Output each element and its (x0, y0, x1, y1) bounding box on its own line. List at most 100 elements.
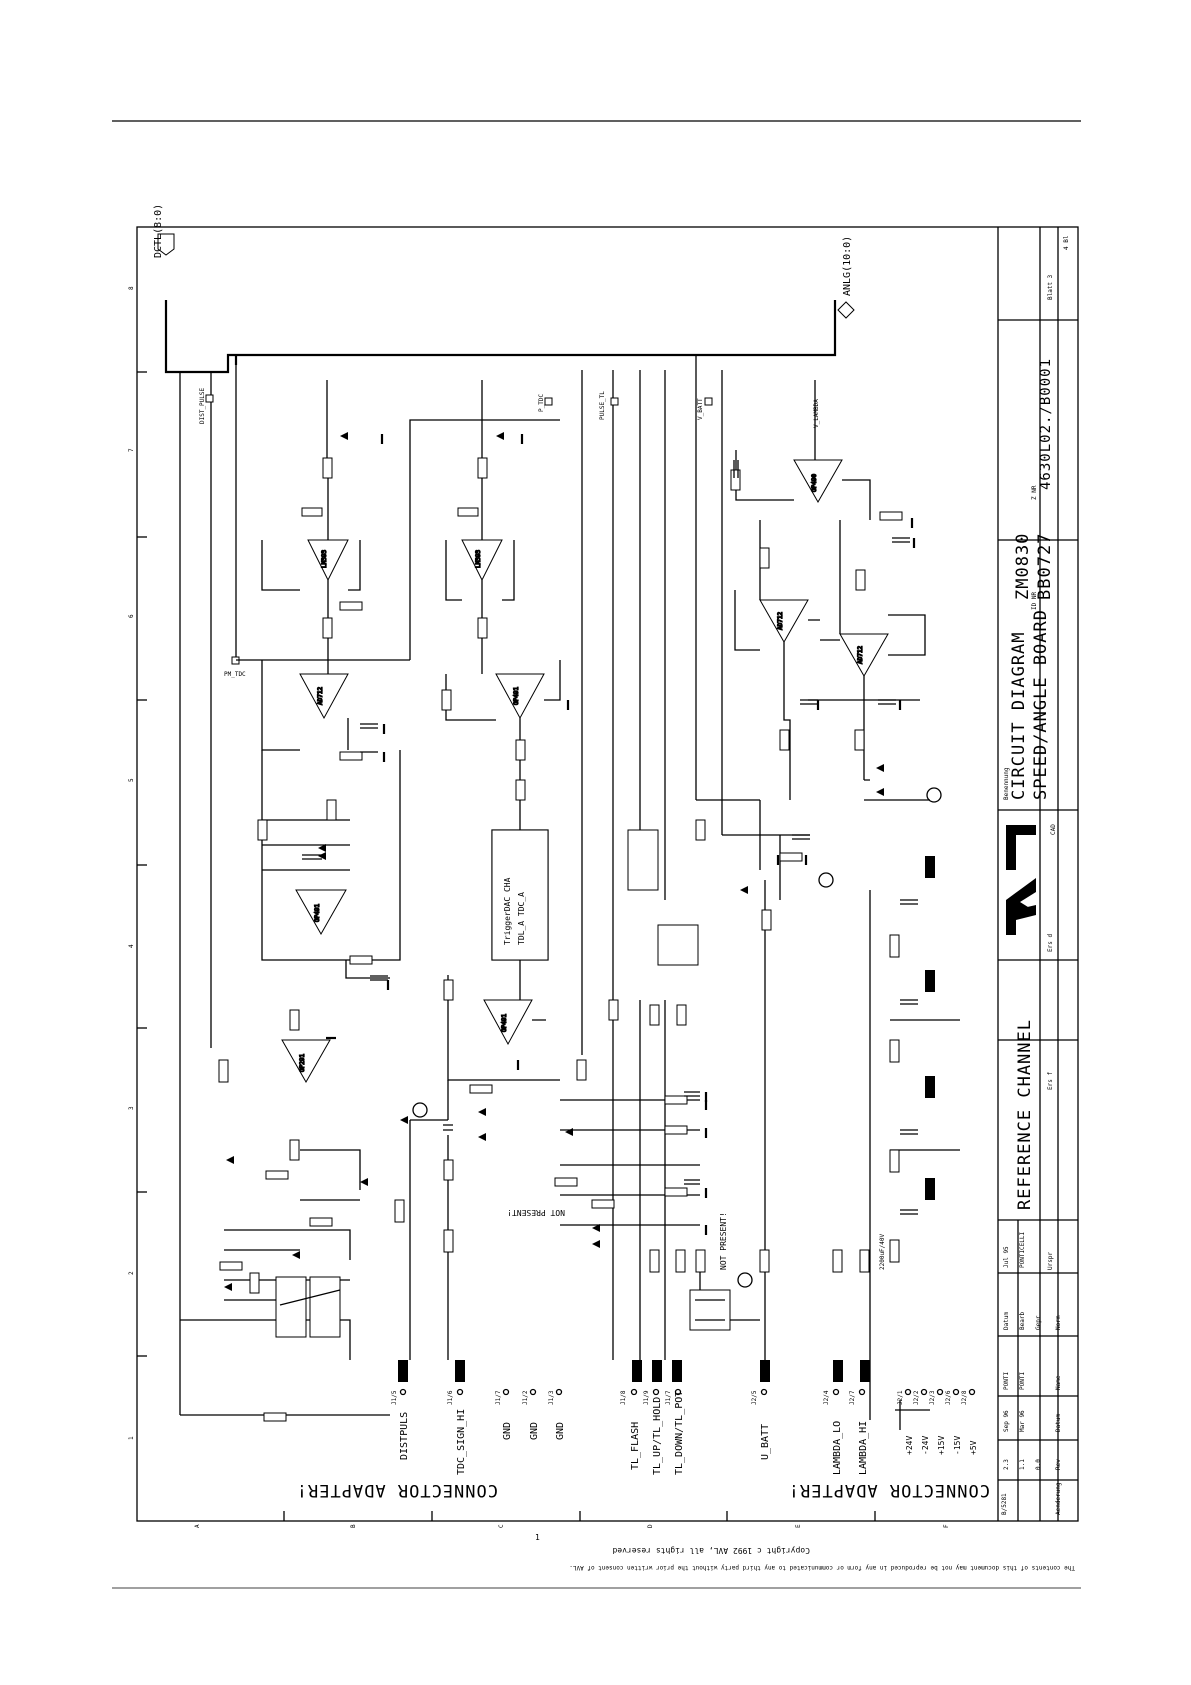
svg-text:TDC_SIGN_HI: TDC_SIGN_HI (456, 1409, 467, 1475)
opamp-i14b: LM393 (461, 539, 503, 582)
svg-text:Norm: Norm (1055, 1315, 1062, 1330)
connector-left-group: DISTPULS J1/5 TDC_SIGN_HI J1/6 GND J1/7 … (296, 1390, 566, 1500)
title-line-2: SPEED/ANGLE BOARD (1031, 609, 1051, 800)
svg-text:TL_DOWN/TL_POT: TL_DOWN/TL_POT (674, 1391, 685, 1475)
svg-text:Gepr: Gepr (1035, 1315, 1042, 1330)
svg-text:PULSE_TL: PULSE_TL (599, 391, 606, 420)
svg-text:OP491: OP491 (501, 1014, 508, 1032)
svg-text:J1/8: J1/8 (620, 1390, 627, 1405)
earth-symbols (412, 787, 942, 1288)
svg-text:Aenderung: Aenderung (1055, 1482, 1062, 1515)
svg-text:LAMBDA_HI: LAMBDA_HI (858, 1421, 869, 1475)
svg-text:B/5281: B/5281 (1001, 1493, 1008, 1515)
z-nr-label: Z NR (1031, 485, 1038, 500)
svg-text:AD712: AD712 (777, 612, 784, 630)
opamp-i3b: AD712 (839, 633, 889, 678)
svg-text:5: 5 (128, 778, 135, 782)
opamp-i4: AD712 (299, 673, 349, 720)
copyright: Copyright c 1992 AVL, all rights reserve… (569, 1546, 1075, 1571)
signal-labels: DIST_PULSE P_TDC PULSE_TL V_BATT V_LAMBD… (199, 387, 820, 678)
svg-text:J1/7: J1/7 (665, 1390, 672, 1405)
opamp-i9b: OP490 (793, 459, 843, 504)
svg-text:Mar 96: Mar 96 (1019, 1410, 1026, 1432)
svg-text:DISTPULS: DISTPULS (399, 1412, 410, 1460)
svg-text:J2/5: J2/5 (751, 1390, 758, 1405)
big-cap-label: 2200uF/40V (879, 1233, 886, 1270)
svg-text:J2/4: J2/4 (823, 1390, 830, 1405)
benennung-label: Benennung (1003, 767, 1010, 800)
row-labels: A B C D E F (194, 1524, 950, 1528)
opamp-i14: LM393 (307, 539, 349, 582)
svg-text:OP491: OP491 (314, 904, 321, 922)
svg-text:J2/1: J2/1 (897, 1390, 904, 1405)
not-present-1: NOT PRESENT! (507, 1208, 565, 1217)
capacitors (302, 460, 918, 1215)
opamp-i5b: OP291 (281, 1039, 331, 1084)
svg-text:E: E (795, 1524, 802, 1528)
svg-text:Jul 95: Jul 95 (1003, 1246, 1010, 1268)
bus-taps (179, 355, 816, 1415)
sheet-label: Blatt 3 (1047, 274, 1054, 300)
svg-text:F: F (943, 1524, 950, 1528)
relay-rel1 (275, 1276, 341, 1338)
svg-text:4: 4 (128, 944, 135, 948)
svg-text:2.3: 2.3 (1003, 1459, 1010, 1470)
svg-text:PONTI: PONTI (1003, 1372, 1010, 1390)
svg-text:AD712: AD712 (317, 687, 324, 705)
svg-text:+5V: +5V (969, 1440, 978, 1455)
svg-text:J1/7: J1/7 (495, 1390, 502, 1405)
bus-dctl: DCTL(8:0) (153, 204, 837, 374)
resistors (218, 457, 903, 1422)
frame-ticks (137, 371, 876, 1521)
z-number: 4630L02./B0001 (1038, 358, 1054, 490)
svg-text:U_BATT: U_BATT (760, 1424, 771, 1460)
svg-text:J2/6: J2/6 (945, 1390, 952, 1405)
svg-text:CONNECTOR ADAPTER!: CONNECTOR ADAPTER! (788, 1480, 990, 1500)
channel-title: REFERENCE CHANNEL (1015, 1019, 1035, 1210)
svg-text:0.0: 0.0 (1035, 1459, 1042, 1470)
diodes (224, 432, 884, 1291)
svg-text:3: 3 (128, 1106, 135, 1110)
opamp-i5: OP491 (495, 673, 545, 720)
opamp-i6: OP491 (483, 999, 533, 1046)
svg-text:Datum: Datum (1003, 1312, 1010, 1330)
svg-text:OP491: OP491 (513, 687, 520, 705)
connector-pins (399, 1388, 976, 1396)
svg-text:TDL_A TDC_A: TDL_A TDC_A (517, 892, 526, 945)
svg-text:DIST_PULSE: DIST_PULSE (199, 387, 206, 424)
svg-text:Name: Name (1055, 1375, 1062, 1390)
svg-text:J1/2: J1/2 (522, 1390, 529, 1405)
svg-text:GND: GND (529, 1422, 540, 1440)
svg-text:+24V: +24V (905, 1436, 914, 1455)
relay-r1r2 (689, 1289, 731, 1331)
opamp-i9: OP491 (295, 889, 347, 936)
svg-text:-15V: -15V (953, 1436, 962, 1455)
drawing-frame (136, 226, 1079, 1522)
ground-symbols (326, 434, 916, 1235)
svg-text:LM393: LM393 (475, 550, 482, 568)
svg-text:P_TDC: P_TDC (538, 394, 545, 412)
svg-text:J2/8: J2/8 (961, 1390, 968, 1405)
svg-text:V_BATT: V_BATT (697, 398, 704, 420)
ic-block-trigger-dac: TriggerDAC CHA TDL_A TDC_A (491, 829, 549, 961)
svg-text:CAD: CAD (1050, 824, 1057, 835)
svg-text:J1/9: J1/9 (643, 1390, 650, 1405)
svg-text:PONTICELLI: PONTICELLI (1019, 1231, 1026, 1268)
svg-text:GND: GND (555, 1422, 566, 1440)
svg-text:TriggerDAC CHA: TriggerDAC CHA (503, 877, 512, 945)
svg-text:TL_UP/TL_HOLD: TL_UP/TL_HOLD (652, 1397, 663, 1475)
urspr: Urspr (1047, 1252, 1054, 1270)
svg-text:J2/7: J2/7 (849, 1390, 856, 1405)
svg-text:TL_FLASH: TL_FLASH (630, 1422, 641, 1470)
svg-text:J2/2: J2/2 (913, 1390, 920, 1405)
ers-f: Ers f (1047, 1072, 1054, 1090)
svg-text:Copyright c 1992 AVL, all righ: Copyright c 1992 AVL, all rights reserve… (612, 1546, 810, 1555)
svg-text:Datum: Datum (1055, 1414, 1062, 1432)
svg-text:OP291: OP291 (299, 1054, 306, 1072)
svg-text:CONNECTOR ADAPTER!: CONNECTOR ADAPTER! (296, 1480, 498, 1500)
svg-text:V_LAMBDA: V_LAMBDA (813, 399, 820, 428)
title-line-1: CIRCUIT DIAGRAM (1009, 631, 1029, 800)
svg-text:+15V: +15V (937, 1436, 946, 1455)
id-nr-label: ID NR (1031, 592, 1038, 610)
